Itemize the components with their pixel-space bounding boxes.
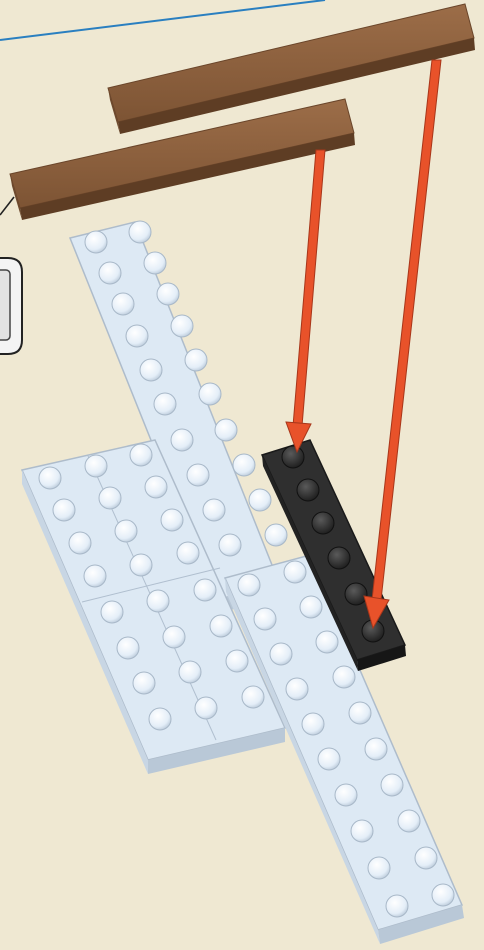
stud — [194, 579, 216, 601]
stud — [84, 565, 106, 587]
stud — [99, 487, 121, 509]
stud — [318, 748, 340, 770]
arrow-right — [364, 60, 441, 628]
stud — [171, 429, 193, 451]
stud — [297, 479, 319, 501]
arrow-left — [286, 150, 325, 452]
stud — [117, 637, 139, 659]
stud — [335, 784, 357, 806]
stud — [210, 615, 232, 637]
stud — [140, 359, 162, 381]
stud — [238, 574, 260, 596]
stud — [398, 810, 420, 832]
stud — [203, 499, 225, 521]
stud — [157, 283, 179, 305]
stud — [242, 686, 264, 708]
stud — [126, 325, 148, 347]
stud — [328, 547, 350, 569]
stud — [185, 349, 207, 371]
stud — [112, 293, 134, 315]
stud — [249, 489, 271, 511]
stud — [179, 661, 201, 683]
stud — [130, 554, 152, 576]
stud — [101, 601, 123, 623]
stud — [85, 455, 107, 477]
stud — [99, 262, 121, 284]
stud — [432, 884, 454, 906]
stud — [129, 221, 151, 243]
stud — [199, 383, 221, 405]
stud — [171, 315, 193, 337]
stud — [233, 454, 255, 476]
stud — [351, 820, 373, 842]
stud — [215, 419, 237, 441]
stud — [365, 738, 387, 760]
stud — [300, 596, 322, 618]
stud — [226, 650, 248, 672]
stud — [219, 534, 241, 556]
stud — [254, 608, 276, 630]
stud — [177, 542, 199, 564]
stud — [147, 590, 169, 612]
stud — [161, 509, 183, 531]
stud — [282, 446, 304, 468]
stud — [415, 847, 437, 869]
stud — [368, 857, 390, 879]
stud — [154, 393, 176, 415]
stud — [187, 464, 209, 486]
stud — [145, 476, 167, 498]
stud — [163, 626, 185, 648]
stud — [69, 532, 91, 554]
stud — [349, 702, 371, 724]
callout-line — [0, 0, 325, 40]
callout-bubble — [0, 197, 22, 354]
stud — [133, 672, 155, 694]
stud — [286, 678, 308, 700]
stud — [270, 643, 292, 665]
stud — [85, 231, 107, 253]
stud — [195, 697, 217, 719]
stud — [312, 512, 334, 534]
stud — [149, 708, 171, 730]
stud — [53, 499, 75, 521]
stud — [345, 583, 367, 605]
stud — [115, 520, 137, 542]
stud — [130, 444, 152, 466]
stud — [284, 561, 306, 583]
stud — [333, 666, 355, 688]
stud — [302, 713, 324, 735]
stud — [265, 524, 287, 546]
stud — [386, 895, 408, 917]
stud — [381, 774, 403, 796]
stud — [144, 252, 166, 274]
stud — [316, 631, 338, 653]
stud — [39, 467, 61, 489]
